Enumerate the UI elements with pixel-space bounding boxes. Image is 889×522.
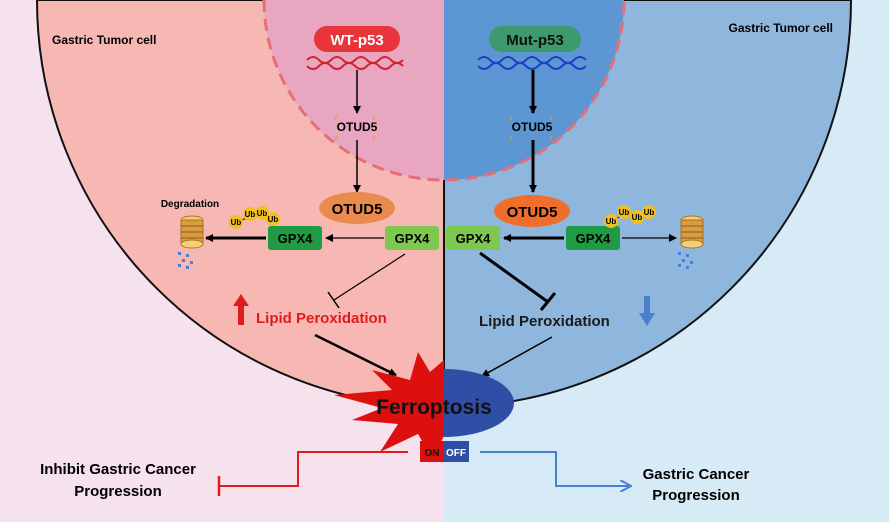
inhibit-label-line2: Progression [74,483,162,500]
wt-p53-label: WT-p53 [330,32,383,49]
gpx4-free-right [446,226,500,250]
otud5-protein-left-label: OTUD5 [332,201,383,218]
ub-tag: Ub [257,209,268,218]
proteasome-left-icon [178,215,204,269]
ferroptosis-label: Ferroptosis [376,396,492,419]
ferroptosis-oval [444,369,514,437]
lipid-to-ferroptosis-left [314,333,397,377]
otud5-gene-right: OTUD5 [512,120,553,134]
gpx4-inhibits-lipid-right [479,251,549,304]
otud5-gene-left: OTUD5 [337,120,378,134]
switch-on [420,441,444,462]
ub-tag: Ub [606,217,617,226]
otud5-protein-left [319,192,395,224]
gpx4-inhibits-lipid-left [333,253,406,301]
ferroptosis-burst [334,352,444,458]
left-nucleus [264,0,444,180]
ub-chain-right: Ub Ub Ub Ub [604,205,656,228]
otud5-gene-right-mark [509,115,553,141]
switch-off [444,441,469,462]
lipid-down-arrow-icon [639,296,655,326]
progression-connector [480,451,630,486]
ub-tag: Ub [644,208,655,217]
ub-tag: Ub [245,210,256,219]
wt-dna-strand-2 [306,62,404,70]
otud5-protein-right [494,195,570,227]
switch-off-label: OFF [446,448,466,459]
lipid-to-ferroptosis-right [481,336,553,377]
ub-chain-left: Ub Ub Ub Ub [229,206,280,229]
lipid-peroxidation-right: Lipid Peroxidation [479,313,610,330]
gpx4-free-right-label: GPX4 [456,231,491,246]
mut-p53-badge [489,26,581,52]
mut-dna-strand-2 [477,62,587,70]
degradation-label: Degradation [161,199,219,210]
progression-label-line1: Gastric Cancer [643,466,750,483]
inhibit-bar-left [327,291,340,309]
gpx4-free-left [385,226,439,250]
ub-tag: Ub [268,215,279,224]
ub-tag: Ub [231,218,242,227]
nuclear-membrane [262,0,626,182]
proteasome-right-icon [678,215,704,269]
progression-label-line2: Progression [652,487,740,504]
cell-label-right: Gastric Tumor cell [729,21,833,35]
lipid-up-arrow-icon [233,294,249,325]
cell-label-left: Gastric Tumor cell [52,33,156,47]
gpx4-free-left-label: GPX4 [395,231,430,246]
gpx4-ub-right-label: GPX4 [576,231,611,246]
mut-p53-label: Mut-p53 [506,32,564,49]
gpx4-ub-right [566,226,620,250]
inhibit-bar-right [539,292,557,311]
otud5-gene-left-mark [334,115,376,141]
inhibit-label-line1: Inhibit Gastric Cancer [40,461,196,478]
switch-on-label: ON [425,448,440,459]
otud5-protein-right-label: OTUD5 [507,204,558,221]
ub-tag: Ub [619,208,630,217]
inhibit-connector [219,451,408,487]
lipid-peroxidation-left: Lipid Peroxidation [256,310,387,327]
gpx4-ub-left-label: GPX4 [278,231,313,246]
ub-tag: Ub [632,213,643,222]
gpx4-ub-left [268,226,322,250]
wt-p53-badge [314,26,400,52]
